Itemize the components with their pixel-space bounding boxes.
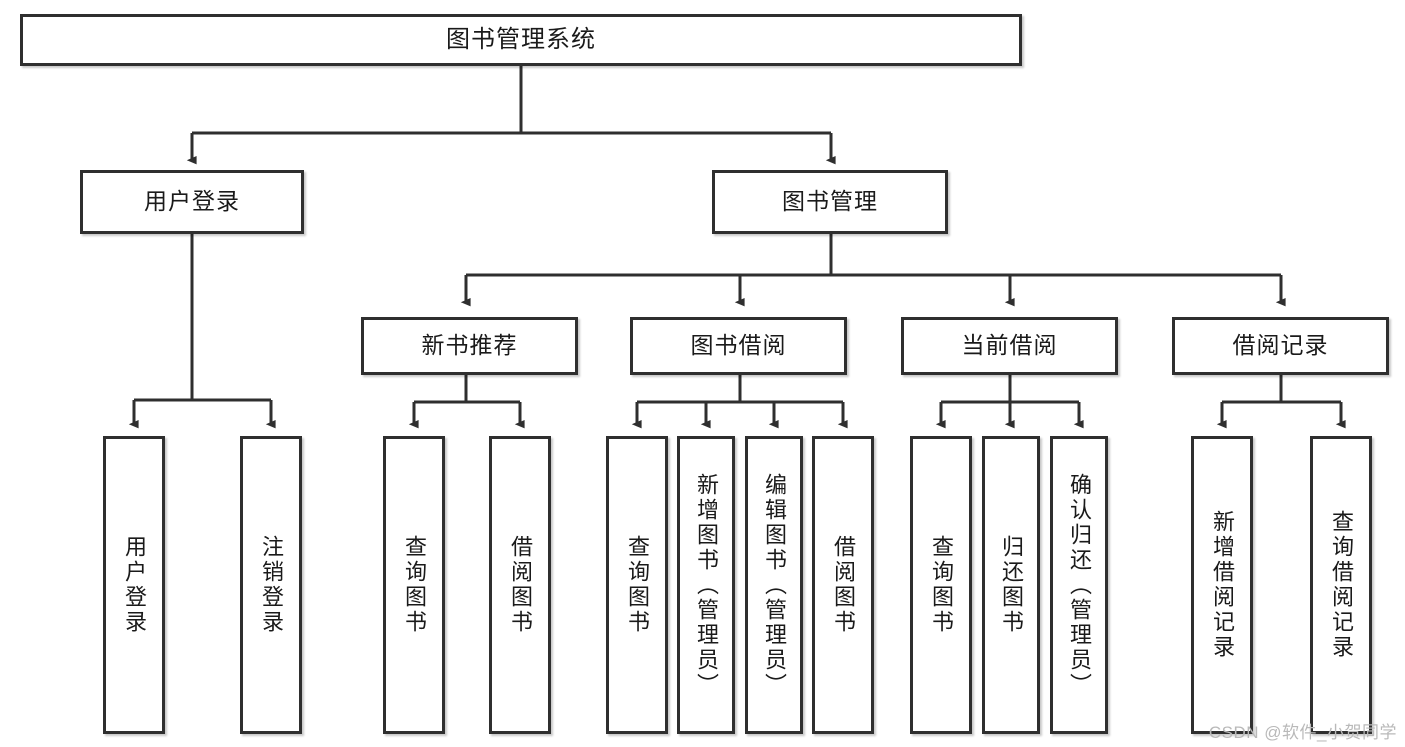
node-label: 新增借阅记录 [1209,510,1235,660]
node-label: 图书借阅 [690,332,787,359]
leaf-query-book-borrow[interactable]: 查询图书 [606,436,668,734]
node-label: 用户登录 [121,535,147,635]
node-current-borrow[interactable]: 当前借阅 [901,317,1118,375]
leaf-query-book-recommend[interactable]: 查询图书 [383,436,445,734]
node-new-book-recommend[interactable]: 新书推荐 [361,317,578,375]
leaf-add-book-admin[interactable]: 新增图书（管理员） [677,436,735,734]
node-label: 查询图书 [928,535,954,635]
node-label: 注销登录 [258,535,284,635]
leaf-confirm-return-admin[interactable]: 确认归还（管理员） [1050,436,1108,734]
node-label: 借阅记录 [1232,332,1329,359]
node-label: 归还图书 [998,535,1024,635]
node-user-login[interactable]: 用户登录 [80,170,304,234]
node-label: 当前借阅 [961,332,1058,359]
leaf-logout-login[interactable]: 注销登录 [240,436,302,734]
node-label: 借阅图书 [830,535,856,635]
node-label: 借阅图书 [507,535,533,635]
node-label: 新增图书（管理员） [693,472,719,698]
leaf-borrow-book[interactable]: 借阅图书 [812,436,874,734]
node-label: 查询图书 [624,535,650,635]
node-borrow-record[interactable]: 借阅记录 [1172,317,1389,375]
node-root-book-management-system[interactable]: 图书管理系统 [20,14,1022,66]
node-book-borrow[interactable]: 图书借阅 [630,317,847,375]
leaf-borrow-book-recommend[interactable]: 借阅图书 [489,436,551,734]
node-book-management[interactable]: 图书管理 [712,170,948,234]
node-label: 查询图书 [401,535,427,635]
node-label: 图书管理系统 [446,25,596,53]
leaf-query-book-current[interactable]: 查询图书 [910,436,972,734]
node-label: 图书管理 [782,188,878,215]
node-label: 新书推荐 [421,332,518,359]
node-label: 确认归还（管理员） [1066,472,1092,698]
node-label: 编辑图书（管理员） [761,472,787,698]
node-label: 用户登录 [144,188,240,215]
node-label: 查询借阅记录 [1328,510,1354,660]
leaf-add-borrow-record[interactable]: 新增借阅记录 [1191,436,1253,734]
leaf-query-borrow-record[interactable]: 查询借阅记录 [1310,436,1372,734]
leaf-user-login[interactable]: 用户登录 [103,436,165,734]
leaf-edit-book-admin[interactable]: 编辑图书（管理员） [745,436,803,734]
leaf-return-book[interactable]: 归还图书 [982,436,1040,734]
